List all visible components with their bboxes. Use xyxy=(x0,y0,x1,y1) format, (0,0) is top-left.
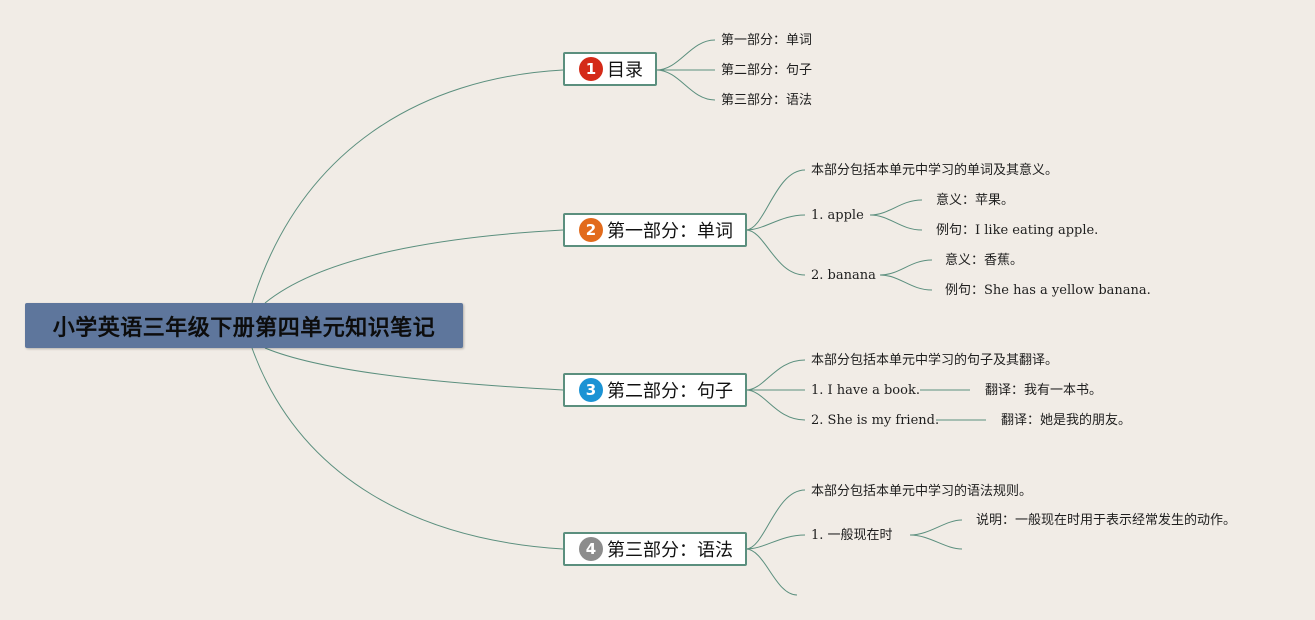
number-badge-2: 2 xyxy=(579,218,603,242)
number-badge-3: 3 xyxy=(579,378,603,402)
branch-2-leaf-connectors xyxy=(745,169,806,276)
branch-label: 第二部分：句子 xyxy=(607,381,733,402)
sentence-1-translation[interactable]: 翻译：我有一本书。 xyxy=(985,383,1103,398)
branch-label: 目录 xyxy=(607,60,643,81)
toc-item-part-1[interactable]: 第一部分：单词 xyxy=(721,33,813,48)
toc-item-part-2[interactable]: 第二部分：句子 xyxy=(721,63,813,78)
root-to-branch-2-connector xyxy=(264,229,564,304)
branch-grammar[interactable]: 4 第三部分：语法 xyxy=(563,532,747,566)
vocabulary-word-banana[interactable]: 2. banana xyxy=(811,268,876,283)
apple-meaning[interactable]: 意义：苹果。 xyxy=(936,193,1015,208)
grammar-rule-connectors xyxy=(909,519,963,550)
grammar-rule-present-simple[interactable]: 1. 一般现在时 xyxy=(811,528,893,543)
root-to-branch-3-connector xyxy=(264,347,564,391)
branch-1-leaf-connectors xyxy=(655,39,716,101)
branch-3-leaf-connectors xyxy=(745,359,806,421)
branch-label: 第三部分：语法 xyxy=(607,540,733,561)
branch-label: 第一部分：单词 xyxy=(607,221,733,242)
grammar-rule-explanation[interactable]: 说明：一般现在时用于表示经常发生的动作。 xyxy=(976,513,1237,528)
central-topic[interactable]: 小学英语三年级下册第四单元知识笔记 xyxy=(25,303,463,348)
grammar-intro[interactable]: 本部分包括本单元中学习的语法规则。 xyxy=(811,484,1033,499)
apple-example[interactable]: 例句：I like eating apple. xyxy=(936,223,1099,238)
vocabulary-intro[interactable]: 本部分包括本单元中学习的单词及其意义。 xyxy=(811,163,1059,178)
root-to-branch-4-connector xyxy=(251,347,564,550)
vocabulary-word-apple[interactable]: 1. apple xyxy=(811,208,864,223)
number-badge-1: 1 xyxy=(579,57,603,81)
sentence-1[interactable]: 1. I have a book. xyxy=(811,383,920,398)
number-badge-4: 4 xyxy=(579,537,603,561)
root-to-branch-1-connector xyxy=(251,69,564,304)
banana-example[interactable]: 例句：She has a yellow banana. xyxy=(945,283,1151,298)
sentence-2-translation[interactable]: 翻译：她是我的朋友。 xyxy=(1001,413,1132,428)
sentence-2[interactable]: 2. She is my friend. xyxy=(811,413,940,428)
branch-table-of-contents[interactable]: 1 目录 xyxy=(563,52,657,86)
apple-connectors xyxy=(869,199,923,231)
branch-sentences[interactable]: 3 第二部分：句子 xyxy=(563,373,747,407)
sentences-intro[interactable]: 本部分包括本单元中学习的句子及其翻译。 xyxy=(811,353,1059,368)
toc-item-part-3[interactable]: 第三部分：语法 xyxy=(721,93,813,108)
banana-meaning[interactable]: 意义：香蕉。 xyxy=(945,253,1024,268)
banana-connectors xyxy=(879,259,933,291)
branch-vocabulary[interactable]: 2 第一部分：单词 xyxy=(563,213,747,247)
branch-4-leaf-connectors xyxy=(745,489,806,596)
